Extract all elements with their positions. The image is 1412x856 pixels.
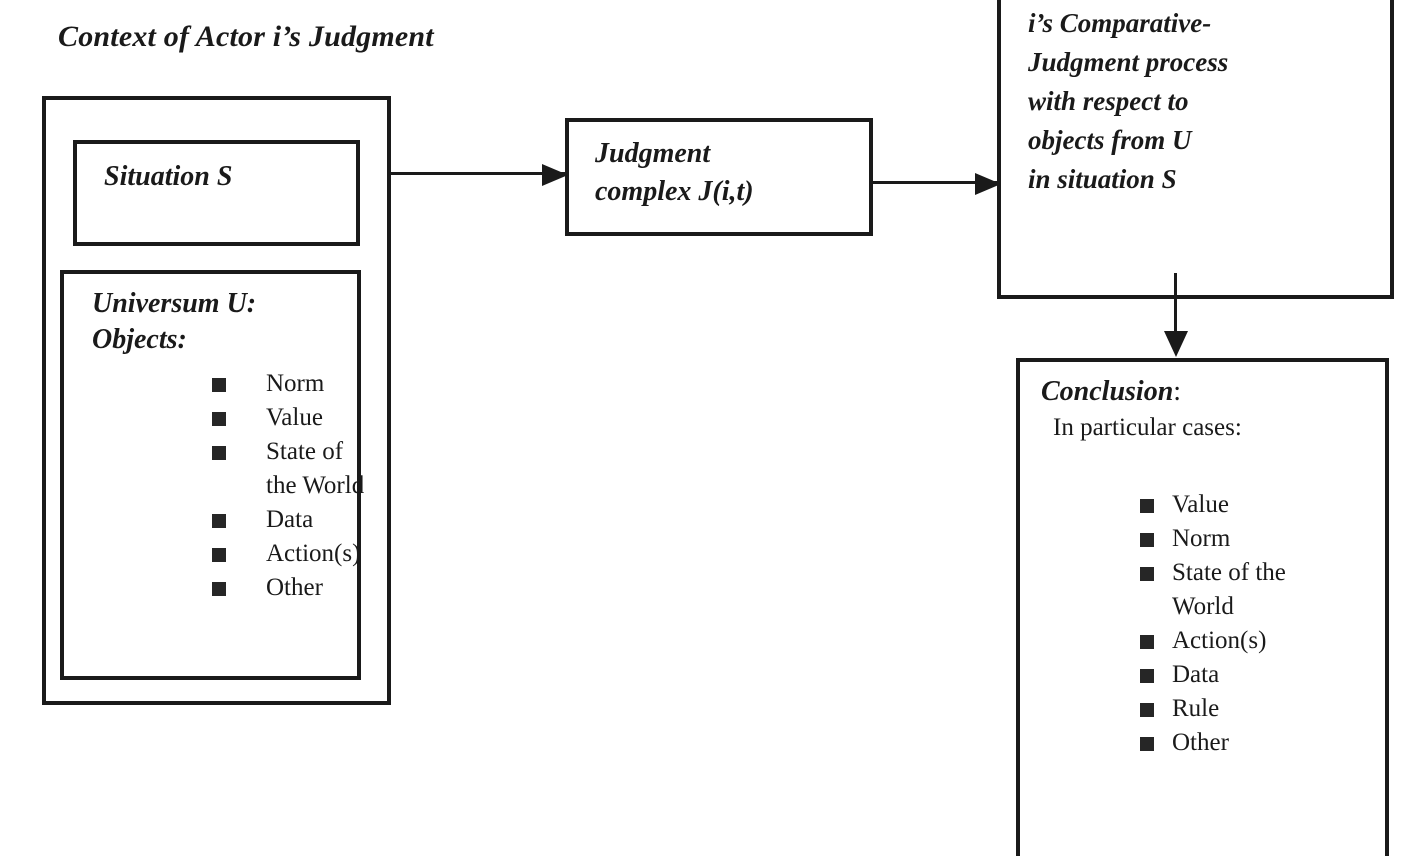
list-item-label: Action(s) — [1172, 627, 1267, 654]
square-bullet-icon — [1140, 703, 1154, 717]
square-bullet-icon — [212, 514, 226, 528]
arrow-head-right-icon — [542, 164, 568, 186]
list-item: Value — [212, 401, 392, 435]
square-bullet-icon — [1140, 567, 1154, 581]
arrow-head-right-icon — [975, 173, 1001, 195]
universum-heading-line-2: Objects: — [92, 324, 187, 355]
list-item-label: Other — [266, 574, 323, 601]
judgment-complex-box: Judgment complex J(i,t) — [565, 118, 873, 236]
judgment-complex-label: Judgment complex J(i,t) — [595, 138, 754, 207]
arrow-head-down-icon — [1164, 331, 1188, 357]
conclusion-heading-text: Conclusion — [1041, 376, 1174, 407]
list-item: Rule — [1140, 692, 1370, 726]
page-title: Context of Actor i’s Judgment — [58, 20, 434, 53]
square-bullet-icon — [212, 548, 226, 562]
list-item-label: Other — [1172, 729, 1229, 756]
list-item: Action(s) — [212, 537, 392, 571]
square-bullet-icon — [1140, 669, 1154, 683]
conclusion-heading-colon: : — [1173, 376, 1182, 407]
universum-heading-line-1: Universum U: — [92, 288, 257, 319]
conclusion-heading: Conclusion: — [1041, 376, 1181, 408]
list-item: Norm — [1140, 522, 1370, 556]
list-item-label: Data — [1172, 661, 1220, 688]
comparative-judgment-process-box: i’s Comparative- Judgment process with r… — [997, 0, 1394, 299]
situation-label: Situation S — [104, 161, 233, 192]
square-bullet-icon — [1140, 737, 1154, 751]
list-item: Value — [1140, 488, 1370, 522]
square-bullet-icon — [1140, 499, 1154, 513]
square-bullet-icon — [1140, 635, 1154, 649]
list-item: Other — [212, 571, 392, 605]
square-bullet-icon — [1140, 533, 1154, 547]
square-bullet-icon — [212, 378, 226, 392]
list-item-label: Value — [1172, 491, 1229, 518]
square-bullet-icon — [212, 412, 226, 426]
list-item-label: Norm — [266, 370, 325, 397]
list-item: Norm — [212, 367, 392, 401]
arrow-process-to-conclusion — [1164, 273, 1188, 357]
conclusion-subheading: In particular cases: — [1053, 414, 1242, 441]
list-item: Other — [1140, 726, 1370, 760]
list-item-label: Data — [266, 506, 314, 533]
list-item-label: Rule — [1172, 695, 1220, 722]
square-bullet-icon — [212, 582, 226, 596]
situation-box: Situation S — [73, 140, 360, 246]
list-item: Action(s) — [1140, 624, 1370, 658]
list-item-label: Value — [266, 404, 323, 431]
square-bullet-icon — [212, 446, 226, 460]
list-item-label: Action(s) — [266, 540, 361, 567]
list-item: Data — [1140, 658, 1370, 692]
comparative-judgment-process-label: i’s Comparative- Judgment process with r… — [1028, 8, 1229, 194]
list-item-label: Norm — [1172, 525, 1231, 552]
list-item: Data — [212, 503, 392, 537]
arrow-judgment-to-process — [871, 173, 1001, 195]
arrow-situation-to-judgment — [390, 164, 568, 186]
